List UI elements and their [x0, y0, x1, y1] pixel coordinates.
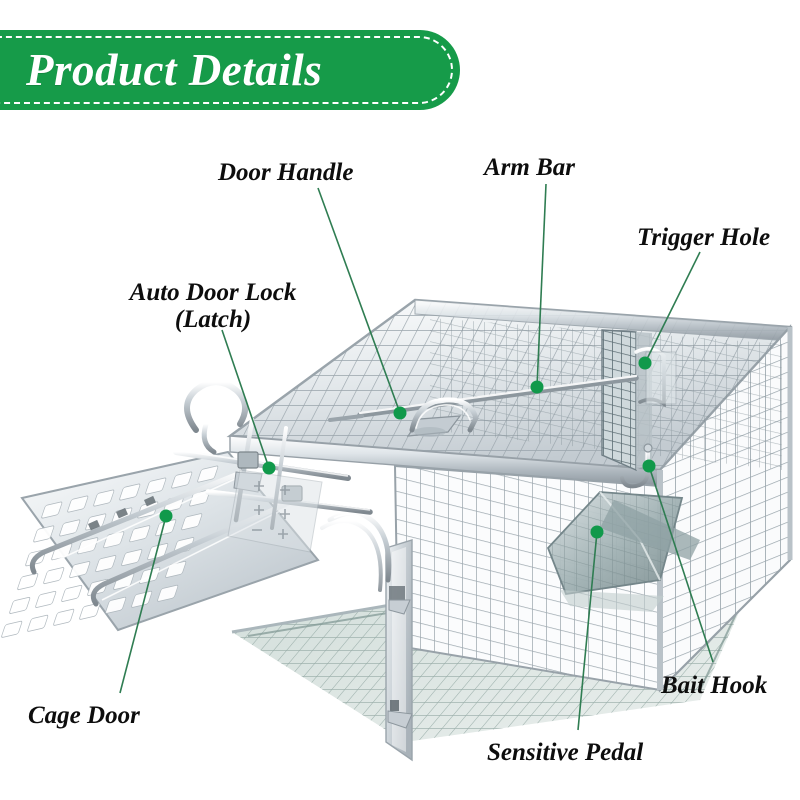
leader-dot-arm-bar [530, 380, 544, 394]
callout-label-auto-door-lock-line1: Auto Door Lock [129, 279, 297, 306]
door-frame-wire [320, 510, 392, 592]
front-frame-post [385, 539, 413, 762]
product-details-banner: Product Details [0, 30, 460, 110]
callout-label-sensitive-pedal: Sensitive Pedal [487, 739, 644, 766]
leader-dot-door-handle [393, 406, 407, 420]
callout-label-bait-hook: Bait Hook [661, 672, 768, 699]
door-handle [406, 397, 479, 437]
leader-lines [119, 183, 714, 731]
callout-label-cage-door: Cage Door [28, 702, 140, 729]
leader-line-bait-hook [648, 465, 714, 663]
auto-door-lock-latch [173, 379, 373, 553]
callout-label-trigger-hole: Trigger Hole [637, 224, 771, 251]
arm-bar [328, 374, 639, 422]
leader-line-arm-bar [536, 183, 547, 388]
leader-line-trigger-hole [644, 251, 701, 364]
callout-label-auto-door-lock: Auto Door Lock (Latch) [93, 279, 333, 333]
leader-line-sensitive-pedal [577, 531, 598, 731]
leader-line-door-handle [317, 187, 401, 414]
leader-line-cage-door [119, 515, 167, 694]
banner-background [0, 30, 460, 110]
leader-dot-sensitive-pedal [590, 525, 604, 539]
callout-label-auto-door-lock-line2: (Latch) [174, 305, 252, 333]
leader-dot-trigger-hole [638, 356, 652, 370]
cage-body [226, 298, 793, 762]
leader-line-auto-door-lock [221, 329, 270, 469]
leader-dot-bait-hook [642, 459, 656, 473]
leader-dot-cage-door [159, 509, 173, 523]
banner-title: Product Details [26, 45, 323, 95]
leader-dots [159, 356, 656, 539]
callout-label-door-handle: Door Handle [218, 159, 354, 186]
leader-dot-auto-door-lock [262, 461, 276, 475]
callout-label-arm-bar: Arm Bar [484, 154, 576, 181]
